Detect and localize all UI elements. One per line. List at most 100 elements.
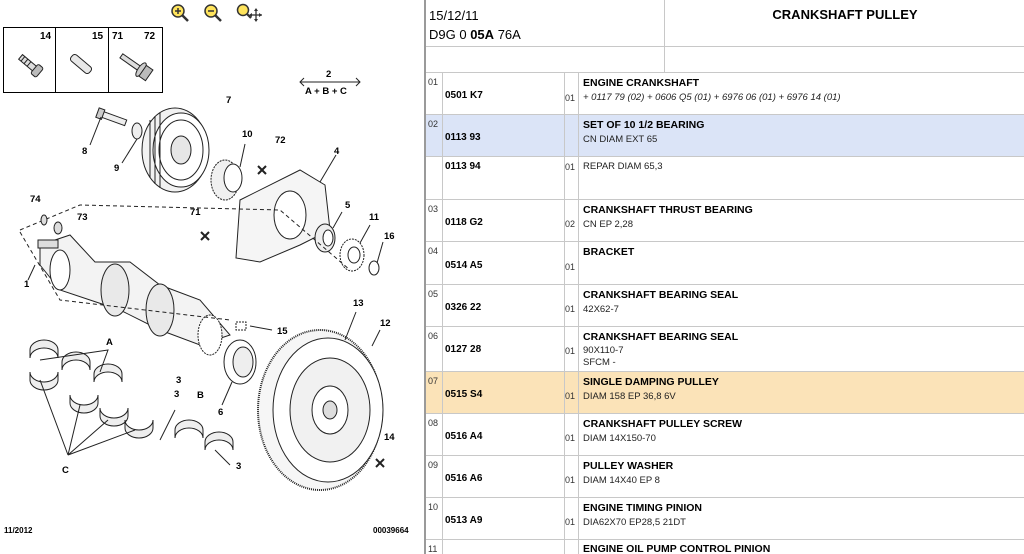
callout-7[interactable]: 7: [226, 95, 232, 106]
part-description: + 0117 79 (02) + 0606 Q5 (01) + 6976 06 …: [583, 92, 841, 103]
table-row[interactable]: 10 0513 A9 01 ENGINE TIMING PINION DIA62…: [426, 498, 1024, 540]
panel-splitter[interactable]: [424, 0, 426, 554]
part-description: REPAR DIAM 65,3: [583, 161, 663, 172]
part-description: DIAM 14X150-70: [583, 433, 656, 444]
zoom-pan-icon[interactable]: [236, 3, 262, 23]
callout-13[interactable]: 13: [353, 298, 364, 309]
part-reference[interactable]: 0113 93: [445, 132, 481, 143]
part-description: CN EP 2,28: [583, 219, 633, 230]
table-row[interactable]: 04 0514 A5 01 BRACKET: [426, 242, 1024, 285]
thumbnail-number: 71: [112, 31, 124, 42]
part-reference[interactable]: 0127 28: [445, 344, 482, 355]
part-reference[interactable]: 0501 K7: [445, 90, 483, 101]
row-index: 02: [428, 119, 439, 129]
part-reference[interactable]: 0326 22: [445, 302, 482, 313]
group-number: 2: [326, 69, 332, 80]
callout-15[interactable]: 15: [277, 326, 288, 337]
fastener-thumbnails: 14 15 71 72: [3, 27, 163, 93]
part-description: CN DIAM EXT 65: [583, 134, 658, 145]
part-title: SINGLE DAMPING PULLEY: [583, 376, 719, 388]
pulley-part[interactable]: [141, 107, 210, 193]
callout-10[interactable]: 10: [242, 129, 253, 140]
callout-6[interactable]: 6: [218, 407, 224, 418]
callout-3c[interactable]: 3: [236, 461, 242, 472]
table-row-highlighted[interactable]: 07 0515 S4 01 SINGLE DAMPING PULLEY DIAM…: [426, 372, 1024, 414]
part-reference[interactable]: 0113 94: [445, 161, 481, 172]
table-row[interactable]: 08 0516 A4 01 CRANKSHAFT PULLEY SCREW DI…: [426, 414, 1024, 456]
part-title: ENGINE CRANKSHAFT: [583, 77, 700, 89]
part-reference[interactable]: 0516 A4: [445, 431, 483, 442]
table-row[interactable]: 09 0516 A6 01 PULLEY WASHER DIAM 14X40 E…: [426, 456, 1024, 498]
callout-A[interactable]: A: [106, 337, 113, 348]
callout-11[interactable]: 11: [369, 212, 380, 223]
part-reference[interactable]: 0514 A5: [445, 260, 483, 271]
callout-74[interactable]: 74: [30, 194, 41, 205]
part-reference[interactable]: 0513 A9: [445, 515, 483, 526]
callout-4[interactable]: 4: [334, 146, 340, 157]
exploded-diagram: [19, 77, 385, 491]
part-quantity: 01: [565, 162, 576, 172]
part-description: DIAM 14X40 EP 8: [583, 475, 660, 486]
table-row[interactable]: 0113 94 01 REPAR DIAM 65,3: [426, 157, 1024, 200]
table-row[interactable]: 11 ENGINE OIL PUMP CONTROL PINION: [426, 540, 1024, 554]
part-description: 42X62-7: [583, 304, 619, 315]
part-quantity: 01: [565, 475, 576, 485]
callout-B[interactable]: B: [197, 390, 204, 401]
callout-3b[interactable]: 3: [174, 389, 180, 400]
part-reference[interactable]: 0516 A6: [445, 473, 483, 484]
parts-header: 15/12/11 D9G 0 05A 76A CRANKSHAFT PULLEY: [426, 0, 1024, 47]
thumbnail-14[interactable]: 14: [4, 28, 56, 92]
thumbnail-71-72[interactable]: 71 72: [108, 28, 162, 92]
callout-8[interactable]: 8: [82, 146, 88, 157]
callout-14[interactable]: 14: [384, 432, 395, 443]
row-index: 07: [428, 376, 439, 386]
callout-C[interactable]: C: [62, 465, 69, 476]
part-description: DIA62X70 EP28,5 21DT: [583, 517, 686, 528]
zoom-out-icon[interactable]: [203, 3, 223, 23]
zoom-in-icon[interactable]: [170, 3, 190, 23]
diagram-date: 11/2012: [4, 526, 33, 535]
callout-3a[interactable]: 3: [176, 375, 182, 386]
part-description: 90X110-7: [583, 345, 624, 356]
part-title: ENGINE TIMING PINION: [583, 502, 703, 514]
table-row[interactable]: 05 0326 22 01 CRANKSHAFT BEARING SEAL 42…: [426, 285, 1024, 327]
table-row[interactable]: 03 0118 G2 02 CRANKSHAFT THRUST BEARING …: [426, 200, 1024, 242]
parts-list-panel: 15/12/11 D9G 0 05A 76A CRANKSHAFT PULLEY…: [426, 0, 1024, 554]
row-index: 06: [428, 331, 439, 341]
row-index: 11: [428, 544, 438, 554]
table-row[interactable]: 01 0501 K7 01 ENGINE CRANKSHAFT + 0117 7…: [426, 73, 1024, 115]
part-reference[interactable]: 0118 G2: [445, 217, 483, 228]
screw-washer-icon: [119, 53, 154, 82]
part-quantity: 01: [565, 304, 576, 314]
callout-71[interactable]: 71: [190, 207, 201, 218]
part-title: ENGINE OIL PUMP CONTROL PINION: [583, 543, 771, 554]
callout-16[interactable]: 16: [384, 231, 395, 242]
callout-5[interactable]: 5: [345, 200, 351, 211]
row-index: 10: [428, 502, 439, 512]
part-title: CRANKSHAFT BEARING SEAL: [583, 289, 739, 301]
part-quantity: 01: [565, 93, 576, 103]
crankshaft-part[interactable]: [37, 234, 231, 356]
part-title: PULLEY WASHER: [583, 460, 674, 472]
callout-73[interactable]: 73: [77, 212, 88, 223]
thumbnail-number: 14: [40, 31, 52, 42]
part-quantity: 01: [565, 262, 576, 272]
page-title: CRANKSHAFT PULLEY: [772, 7, 918, 22]
part-title: BRACKET: [583, 246, 635, 258]
row-index: 08: [428, 418, 439, 428]
callout-72[interactable]: 72: [275, 135, 286, 146]
header-meta: 15/12/11 D9G 0 05A 76A: [426, 0, 665, 46]
callout-12[interactable]: 12: [380, 318, 391, 329]
callout-1[interactable]: 1: [24, 279, 30, 290]
callout-9[interactable]: 9: [114, 163, 120, 174]
bolt-icon: [17, 53, 44, 78]
part-reference[interactable]: 0515 S4: [445, 389, 483, 400]
table-row[interactable]: 06 0127 28 01 CRANKSHAFT BEARING SEAL 90…: [426, 327, 1024, 372]
header-date: 15/12/11: [429, 8, 479, 23]
thumbnail-15[interactable]: 15: [55, 28, 109, 92]
flywheel-part[interactable]: [257, 329, 384, 491]
table-row-selected[interactable]: 02 0113 93 SET OF 10 1/2 BEARING CN DIAM…: [426, 115, 1024, 157]
header-engine-code: D9G 0 05A 76A: [429, 27, 521, 42]
part-title: CRANKSHAFT THRUST BEARING: [583, 204, 753, 216]
part-title: SET OF 10 1/2 BEARING: [583, 119, 705, 131]
